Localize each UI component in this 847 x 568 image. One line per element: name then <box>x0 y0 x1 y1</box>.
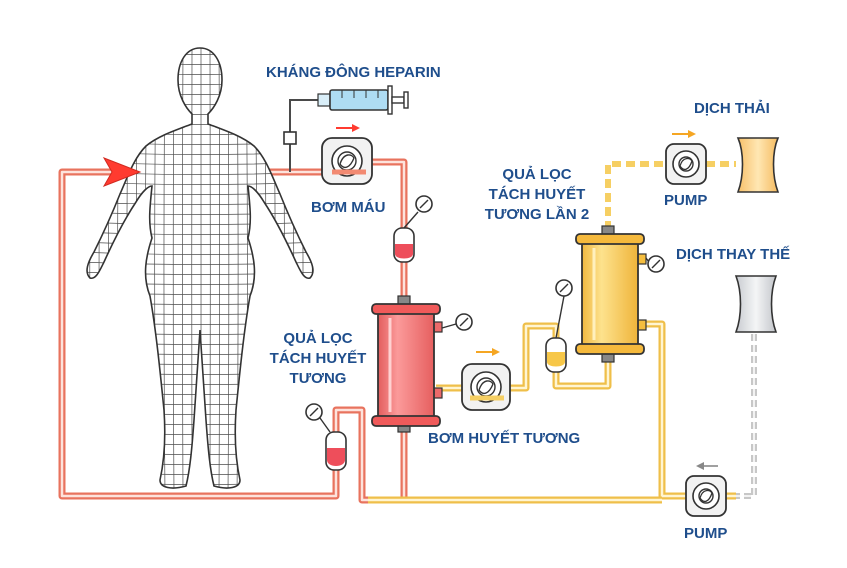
filter1-label-line3: TƯƠNG <box>289 370 347 387</box>
filter-cartridge-icon <box>371 295 443 433</box>
flow-arrow-icon <box>336 124 360 132</box>
blood-line-return <box>58 168 340 500</box>
waste-pump-icon[interactable] <box>665 143 707 185</box>
waste-pump-label: PUMP <box>664 192 708 209</box>
waste-line <box>605 161 736 230</box>
filter2-label: QUẢ LỌC TÁCH HUYẾT TƯƠNG LẦN 2 <box>478 165 596 225</box>
fluid-bag-icon <box>734 275 778 333</box>
filter2-label-line1: QUẢ LỌC <box>502 166 572 183</box>
filter2-label-line3: TƯƠNG LẦN 2 <box>484 206 590 223</box>
pressure-gauge-icon <box>305 403 331 433</box>
blood-line-venous <box>332 406 408 504</box>
human-body-mesh-icon <box>86 47 314 489</box>
flow-arrow-icon <box>102 157 142 187</box>
flow-arrow-icon <box>696 462 718 470</box>
drip-chamber-icon <box>393 227 415 263</box>
drip-chamber-icon <box>545 337 567 373</box>
flow-arrow-icon <box>672 130 696 138</box>
filter1-label-line2: TÁCH HUYẾT <box>269 350 367 367</box>
flow-arrow-icon <box>476 348 500 356</box>
plasma-pump-icon[interactable] <box>461 363 511 411</box>
pressure-gauge-icon <box>555 279 573 339</box>
syringe-icon <box>283 85 409 145</box>
blood-pump-label: BƠM MÁU <box>311 199 386 216</box>
pressure-gauge-icon <box>441 313 473 331</box>
waste-label: DỊCH THẢI <box>694 100 770 117</box>
replacement-label: DỊCH THAY THẾ <box>676 246 791 263</box>
drip-chamber-icon <box>325 431 347 471</box>
replacement-line <box>736 334 757 499</box>
blood-pump-icon[interactable] <box>321 137 373 185</box>
pressure-gauge-icon <box>645 255 665 273</box>
filter1-label-line1: QUẢ LỌC <box>283 330 353 347</box>
filter1-label: QUẢ LỌC TÁCH HUYẾT TƯƠNG <box>262 329 374 389</box>
pressure-gauge-icon <box>403 195 433 229</box>
replacement-pump-icon[interactable] <box>685 475 727 517</box>
heparin-label: KHÁNG ĐÔNG HEPARIN <box>266 64 441 81</box>
plasma-pump-label: BƠM HUYẾT TƯƠNG <box>428 430 581 447</box>
replacement-pump-label: PUMP <box>684 525 728 542</box>
fluid-bag-icon <box>736 137 780 193</box>
filter2-label-line2: TÁCH HUYẾT <box>488 186 586 203</box>
filter-cartridge-icon <box>575 225 647 363</box>
